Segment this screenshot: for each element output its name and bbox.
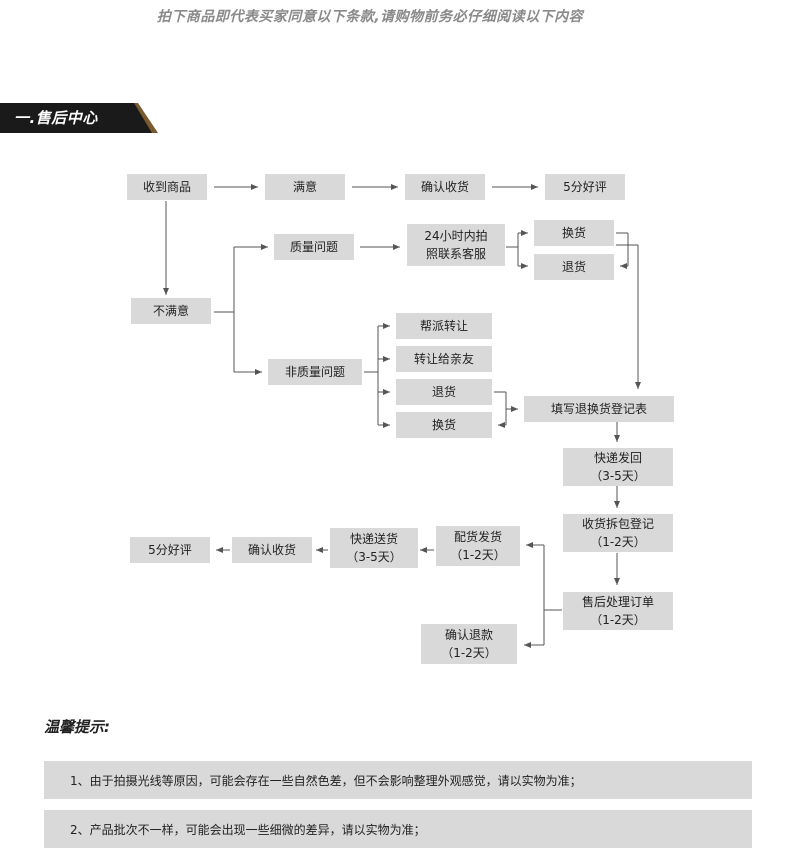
box-confirm-refund: 确认退款 （1-2天） (421, 624, 517, 664)
box-exchange-non-quality: 换货 (396, 412, 492, 438)
ship-line1: 配货发货 (453, 530, 502, 544)
box-give-to-friends: 转让给亲友 (396, 346, 492, 372)
box-after-sales-process: 售后处理订单 （1-2天） (563, 592, 673, 630)
deliver-line1: 快递送货 (349, 532, 398, 546)
box-return-non-quality: 退货 (396, 379, 492, 405)
deliver-line2: （3-5天） (346, 550, 402, 564)
box-confirm-receipt-2: 确认收货 (232, 537, 312, 563)
box-non-quality-issue: 非质量问题 (268, 359, 362, 385)
box-24h-contact-service: 24小时内拍 照联系客服 (407, 224, 505, 266)
box-24h-line2: 照联系客服 (425, 247, 486, 261)
box-satisfied: 满意 (265, 174, 345, 200)
purchase-notice: 拍下商品即代表买家同意以下条款,请购物前务必仔细阅读以下内容 (156, 9, 584, 25)
section-header-bar (0, 103, 158, 133)
process-line2: （1-2天） (590, 613, 646, 627)
process-line1: 售后处理订单 (581, 595, 654, 609)
box-express-return: 快递发回 （3-5天） (563, 448, 673, 486)
box-group-resell: 帮派转让 (396, 313, 492, 339)
box-five-star-review-1: 5分好评 (545, 174, 625, 200)
box-ship-goods: 配货发货 （1-2天） (436, 526, 520, 566)
box-unpack-register: 收货拆包登记 （1-2天） (563, 514, 673, 552)
tip-item-1: 1、由于拍摄光线等原因，可能会存在一些自然色差，但不会影响整理外观感觉，请以实物… (44, 761, 752, 799)
refund-line1: 确认退款 (444, 628, 493, 642)
box-received: 收到商品 (127, 174, 207, 200)
box-fill-return-form: 填写退换货登记表 (524, 396, 674, 422)
section-title: 一.售后中心 (14, 109, 98, 127)
refund-line2: （1-2天） (441, 646, 497, 660)
box-return-quality: 退货 (534, 254, 614, 280)
unpack-line2: （1-2天） (590, 535, 646, 549)
box-exchange-quality: 换货 (534, 220, 614, 246)
ship-line2: （1-2天） (450, 548, 506, 562)
box-express-delivery: 快递送货 （3-5天） (330, 528, 418, 568)
box-confirm-receipt-1: 确认收货 (405, 174, 485, 200)
box-five-star-review-2: 5分好评 (130, 537, 210, 563)
box-not-satisfied: 不满意 (131, 298, 211, 324)
unpack-line1: 收货拆包登记 (581, 517, 654, 531)
box-24h-line1: 24小时内拍 (424, 229, 488, 243)
tip-item-2: 2、产品批次不一样，可能会出现一些细微的差异，请以实物为准； (44, 810, 752, 848)
express-return-line2: （3-5天） (590, 469, 646, 483)
box-quality-issue: 质量问题 (274, 234, 354, 260)
express-return-line1: 快递发回 (593, 451, 642, 465)
tips-title: 温馨提示: (44, 718, 110, 736)
